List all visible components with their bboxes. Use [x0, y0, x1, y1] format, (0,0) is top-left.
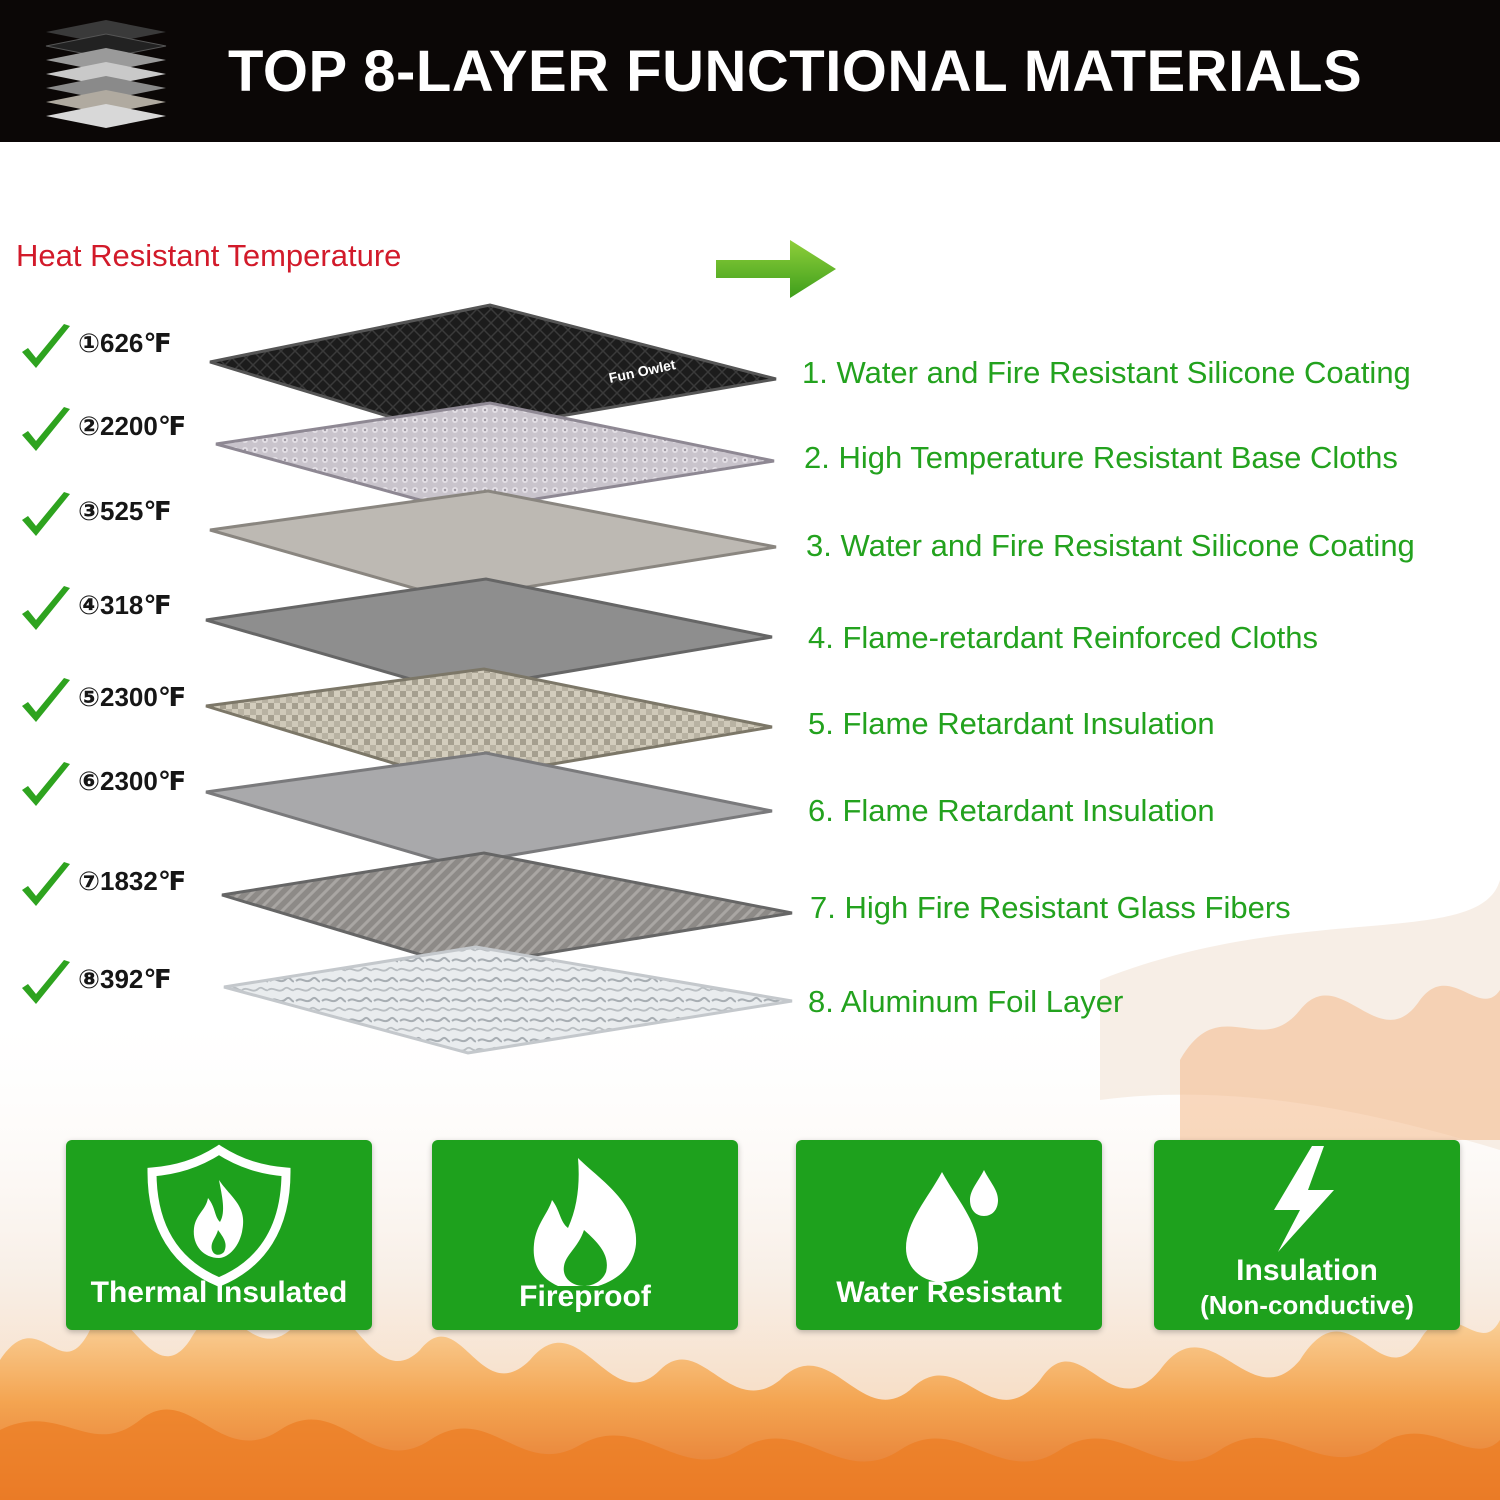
- water-drops-icon: [906, 1170, 998, 1282]
- lightning-bolt-icon: [1274, 1146, 1334, 1252]
- layer-label-2: 2. High Temperature Resistant Base Cloth…: [804, 440, 1398, 475]
- layer-label-8: 8. Aluminum Foil Layer: [808, 984, 1124, 1019]
- feature-label: Fireproof: [519, 1280, 651, 1313]
- layer-label-1: 1. Water and Fire Resistant Silicone Coa…: [802, 355, 1411, 390]
- feature-card-insulation: Insulation (Non-conductive): [1154, 1140, 1460, 1330]
- right-arrow-icon: [716, 240, 836, 298]
- checkmark-icon: [22, 586, 70, 630]
- temp-value: ⑧392℉: [78, 964, 172, 994]
- material-layer-1: [209, 303, 777, 437]
- checkmark-icon: [22, 492, 70, 536]
- layer-label-7: 7. High Fire Resistant Glass Fibers: [810, 890, 1291, 925]
- page-title: TOP 8-LAYER FUNCTIONAL MATERIALS: [228, 39, 1363, 104]
- material-layer-2: [215, 401, 775, 513]
- material-layer-6: [205, 751, 773, 867]
- temp-value: ⑥2300℉: [78, 766, 187, 796]
- heat-resistant-heading: Heat Resistant Temperature: [16, 238, 402, 273]
- temp-value: ⑦1832℉: [78, 866, 187, 896]
- layer-stack-illustration: Fun Owlet: [205, 303, 793, 1055]
- layer-label-4: 4. Flame-retardant Reinforced Cloths: [808, 620, 1319, 655]
- material-layer-7: [221, 851, 793, 969]
- layer-label-3: 3. Water and Fire Resistant Silicone Coa…: [806, 528, 1415, 563]
- material-layer-8: [223, 945, 793, 1055]
- feature-sublabel: (Non-conductive): [1200, 1290, 1414, 1320]
- layer-label-5: 5. Flame Retardant Insulation: [808, 706, 1215, 741]
- checkmark-icon: [22, 324, 70, 368]
- checkmark-icon: [22, 762, 70, 806]
- shield-flame-icon: [147, 1144, 291, 1287]
- temp-value: ④318℉: [78, 590, 172, 620]
- material-layer-5: [205, 667, 773, 783]
- material-layer-4: [205, 577, 773, 693]
- feature-card-fireproof: Fireproof: [432, 1140, 738, 1330]
- layer-stack-icon: [45, 20, 167, 128]
- flame-icon: [533, 1158, 637, 1286]
- feature-card-water-resistant: Water Resistant: [796, 1140, 1102, 1330]
- feature-label: Insulation: [1236, 1254, 1378, 1287]
- material-layer-3: [209, 489, 777, 601]
- temp-value: ⑤2300℉: [78, 682, 187, 712]
- feature-label: Water Resistant: [836, 1276, 1062, 1309]
- checkmark-icon: [22, 407, 70, 451]
- feature-label: Thermal Insulated: [90, 1276, 348, 1309]
- feature-card-thermal-insulated: Thermal Insulated: [66, 1140, 372, 1330]
- layer-label-6: 6. Flame Retardant Insulation: [808, 793, 1215, 828]
- checkmark-icon: [22, 960, 70, 1004]
- temp-value: ②2200℉: [78, 411, 187, 441]
- checkmark-icon: [22, 678, 70, 722]
- temp-value: ①626℉: [78, 328, 172, 358]
- temp-value: ③525℉: [78, 496, 172, 526]
- checkmark-icon: [22, 862, 70, 906]
- header-bar: TOP 8-LAYER FUNCTIONAL MATERIALS: [0, 0, 1500, 142]
